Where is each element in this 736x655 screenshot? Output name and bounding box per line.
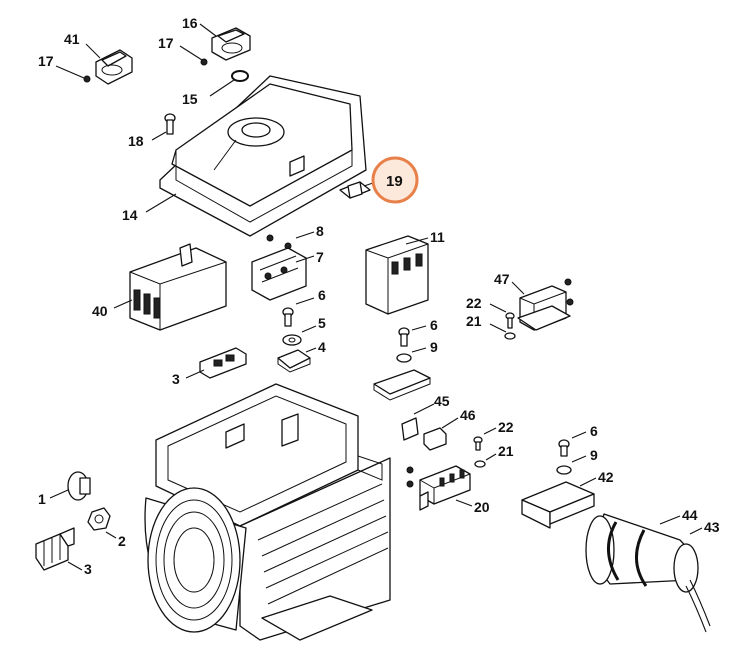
- label-1: 1: [38, 491, 46, 507]
- label-21-b: 21: [498, 443, 514, 459]
- part-19-clip: [339, 181, 371, 199]
- label-42: 42: [598, 469, 614, 485]
- part-22-screw-b: [473, 436, 483, 451]
- label-22-b: 22: [498, 419, 514, 435]
- label-4: 4: [318, 339, 326, 355]
- label-21-a: 21: [466, 313, 482, 329]
- label-6-b: 6: [430, 317, 438, 333]
- part-7-terminal: [251, 247, 307, 301]
- part-6-screw-a: [282, 307, 294, 327]
- label-8: 8: [316, 223, 324, 239]
- label-20: 20: [474, 499, 490, 515]
- label-11: 11: [430, 229, 445, 245]
- label-22-a: 22: [466, 295, 482, 311]
- part-21-washer-a: [504, 332, 516, 340]
- label-18: 18: [128, 133, 144, 149]
- part-14-housing-cover: [159, 75, 367, 237]
- label-3: 3: [172, 371, 180, 387]
- label-5: 5: [318, 315, 326, 331]
- highlight-callout-19[interactable]: 19: [371, 156, 419, 204]
- label-14: 14: [122, 207, 138, 223]
- label-9-b: 9: [590, 447, 598, 463]
- label-17-left: 17: [38, 53, 54, 69]
- part-47-screw-a: [564, 278, 572, 286]
- part-46-capacitor: [423, 427, 447, 451]
- part-47-relay: [517, 285, 571, 331]
- part-3-cable-gland: [35, 527, 75, 571]
- part-17-screw-left: [83, 75, 91, 83]
- label-47: 47: [494, 271, 510, 287]
- part-mounting-rail: [373, 369, 431, 401]
- part-11-contactor: [365, 235, 429, 315]
- label-3-bottom: 3: [84, 561, 92, 577]
- label-41: 41: [64, 31, 80, 47]
- part-21-washer-b: [474, 460, 486, 468]
- part-18-screw: [164, 113, 176, 135]
- label-2: 2: [118, 533, 126, 549]
- label-7: 7: [316, 249, 324, 265]
- part-1-plug: [67, 471, 91, 501]
- label-40: 40: [92, 303, 108, 319]
- label-15: 15: [182, 91, 198, 107]
- part-45-bracket: [401, 417, 419, 441]
- part-6-screw-c: [558, 439, 570, 457]
- part-5-washer: [282, 334, 302, 346]
- part-4-plate: [277, 349, 311, 373]
- part-16-knob: [211, 27, 251, 61]
- label-17-right: 17: [158, 35, 174, 51]
- part-44-strap: [606, 521, 648, 587]
- label-9-a: 9: [430, 339, 438, 355]
- part-2-nut: [87, 507, 111, 531]
- part-41-knob: [95, 49, 133, 85]
- label-46: 46: [460, 407, 476, 423]
- label-45: 45: [434, 393, 450, 409]
- part-20-terminal-block: [406, 465, 471, 511]
- part-40-switch-block: [129, 243, 227, 331]
- part-22-screw-a: [505, 312, 515, 329]
- label-6-a: 6: [318, 287, 326, 303]
- part-9-washer-b: [556, 465, 572, 475]
- part-43-capacitor-can: [585, 513, 711, 633]
- label-43: 43: [704, 519, 720, 535]
- part-9-washer-a: [396, 353, 412, 363]
- part-17-screw-right: [200, 58, 208, 66]
- label-6-c: 6: [590, 423, 598, 439]
- part-6-screw-b: [398, 327, 410, 347]
- label-44: 44: [682, 507, 698, 523]
- part-3-cover-plate: [199, 347, 247, 379]
- part-42-bracket: [521, 481, 595, 529]
- motor-housing: [144, 383, 391, 641]
- part-15-o-ring: [231, 70, 249, 82]
- label-16: 16: [182, 15, 198, 31]
- part-47-screw-b: [566, 298, 574, 306]
- label-19: 19: [386, 173, 403, 190]
- part-8-screw: [266, 234, 292, 250]
